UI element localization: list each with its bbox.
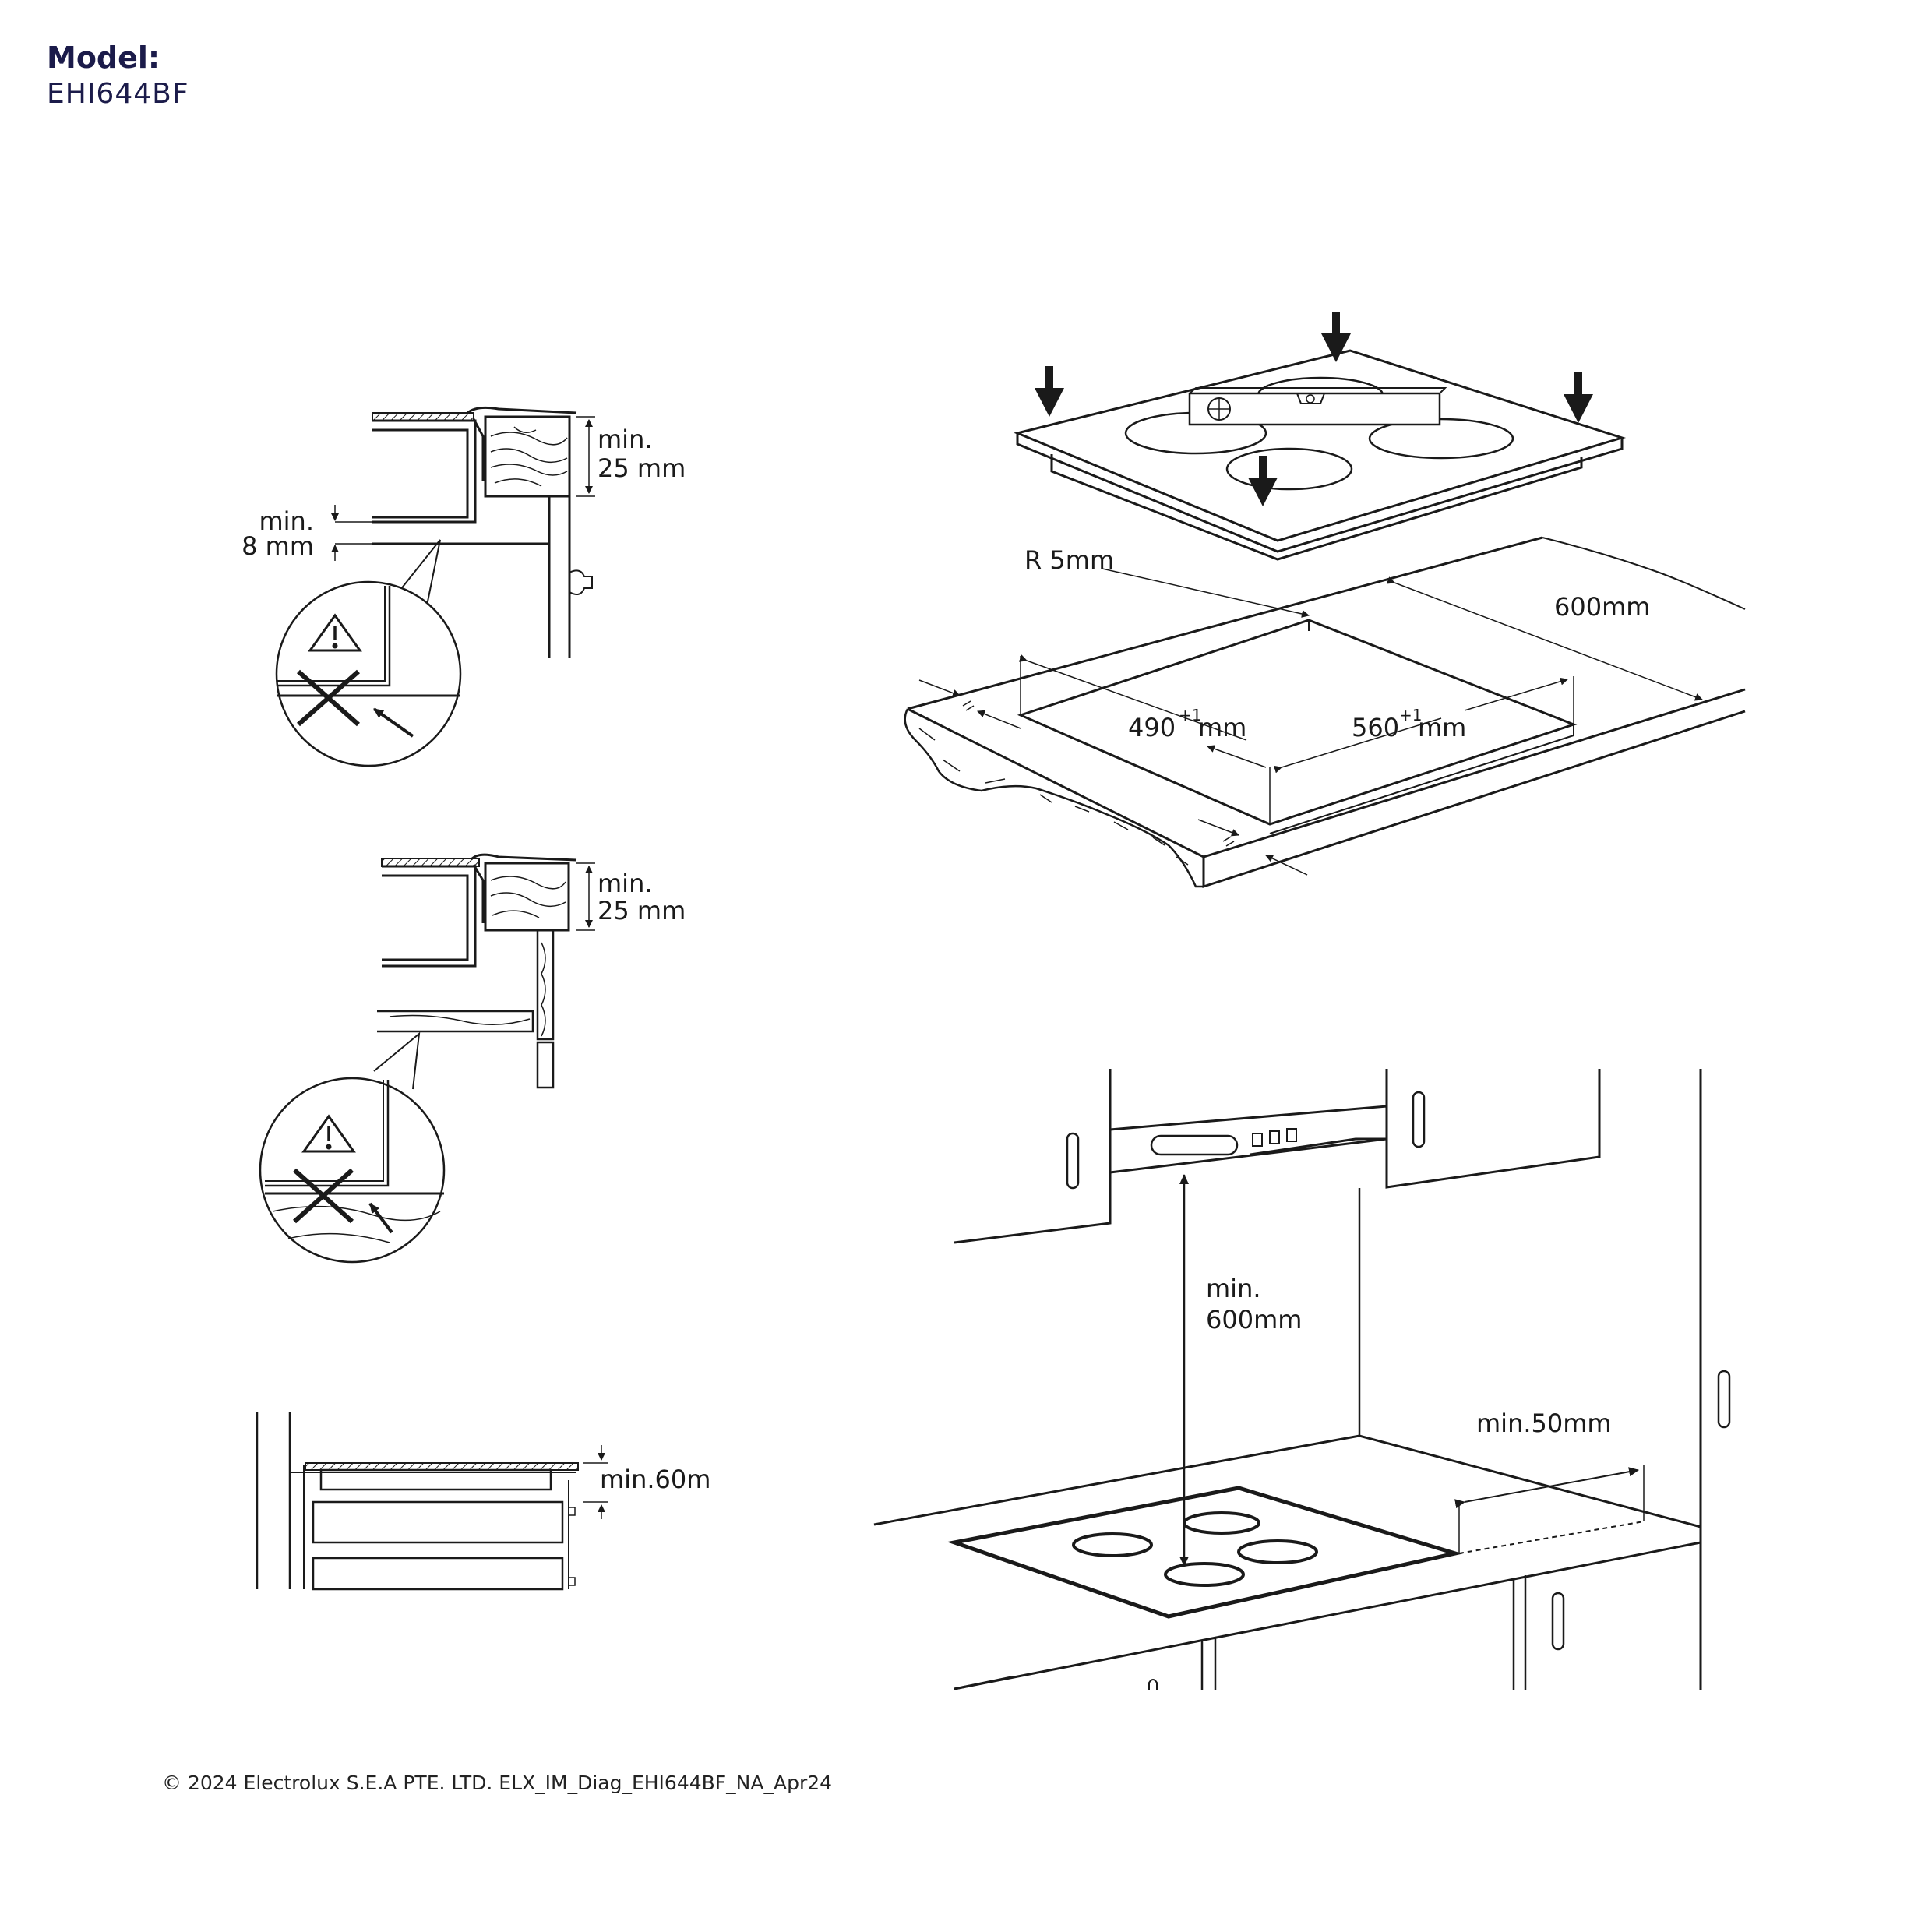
- d1-label-25mm: 25 mm: [598, 453, 686, 483]
- arrow-icon: [368, 1202, 393, 1234]
- label-side-50mm: min.50mm: [1476, 1408, 1612, 1438]
- model-number: EHI644BF: [47, 78, 189, 110]
- label-600mm: 600mm: [1554, 592, 1650, 622]
- cross-icon: [297, 669, 360, 727]
- diagram-2-section: [259, 853, 595, 1264]
- diagram-1-section: [275, 406, 595, 767]
- warning-icon: [332, 643, 338, 649]
- press-arrows: [1035, 312, 1593, 506]
- d1-label-8mm: 8 mm: [242, 531, 314, 561]
- warning-icon: [308, 613, 362, 652]
- d2-label-min: min.: [598, 869, 653, 898]
- label-560-unit: mm: [1418, 713, 1466, 742]
- diagram-3-section: [256, 1412, 608, 1591]
- copyright-footer: © 2024 Electrolux S.E.A PTE. LTD. ELX_IM…: [162, 1772, 833, 1794]
- label-560: 560 +1 mm: [1352, 706, 1466, 742]
- label-490-tol: +1: [1179, 706, 1201, 724]
- d3-label-min60: min.60m: [600, 1465, 710, 1494]
- label-490-value: 490: [1128, 713, 1176, 742]
- label-hood-min: min.: [1206, 1274, 1261, 1303]
- wood-grain: [490, 426, 568, 487]
- hob-cutout-diagram: [904, 312, 1746, 889]
- d1-label-min: min.: [598, 425, 653, 454]
- d2-label-25mm: 25 mm: [598, 896, 686, 925]
- label-490-unit: mm: [1198, 713, 1246, 742]
- kitchen-installation-diagram: [873, 1069, 1731, 1690]
- label-hood-600mm: 600mm: [1206, 1305, 1302, 1334]
- wood-grain: [490, 876, 566, 918]
- header-title: Model:: [47, 41, 160, 75]
- d1-label-min-side: min.: [259, 506, 314, 536]
- label-radius: R 5mm: [1024, 545, 1114, 575]
- label-560-tol: +1: [1399, 706, 1422, 724]
- label-490: 490 +1 mm: [1128, 706, 1246, 742]
- label-560-value: 560: [1352, 713, 1399, 742]
- cross-icon: [293, 1168, 354, 1224]
- arrow-icon: [372, 707, 414, 738]
- warning-icon: [301, 1114, 356, 1153]
